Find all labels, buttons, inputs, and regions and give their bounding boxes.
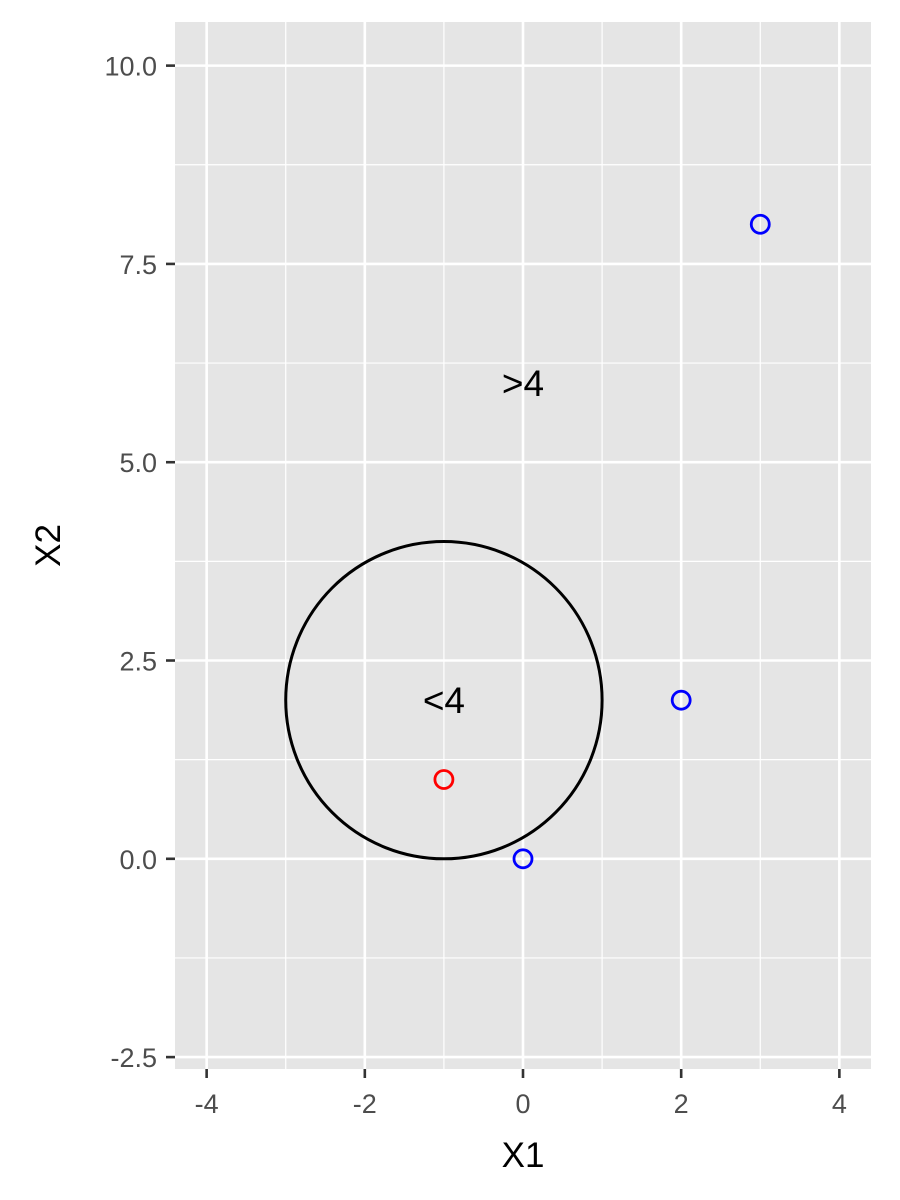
y-tick-label: 7.5 — [119, 250, 157, 280]
y-tick-label: -2.5 — [110, 1043, 157, 1073]
annotations: <4 >4 — [423, 363, 544, 721]
major-gridlines — [175, 22, 871, 1069]
x-tick-label: -2 — [353, 1089, 377, 1119]
x-tick-label: -4 — [195, 1089, 219, 1119]
x-axis-title: X1 — [502, 1136, 545, 1175]
y-tick-label: 5.0 — [119, 448, 157, 478]
annotation-label: <4 — [423, 680, 465, 721]
x-axis: -4 -2 0 2 4 — [195, 1069, 847, 1119]
y-axis: -2.5 0.0 2.5 5.0 7.5 10.0 — [104, 52, 175, 1073]
x-tick-label: 2 — [674, 1089, 689, 1119]
x-tick-label: 4 — [832, 1089, 847, 1119]
chart-marks — [284, 213, 771, 870]
y-tick-label: 2.5 — [119, 647, 157, 677]
scatter-point — [749, 213, 771, 235]
annotation-label: >4 — [502, 363, 544, 404]
x-tick-label: 0 — [515, 1089, 530, 1119]
scatter-point — [512, 848, 534, 870]
y-tick-label: 10.0 — [104, 52, 157, 82]
y-axis-title: X2 — [29, 524, 68, 567]
scatter-point — [670, 689, 692, 711]
scatter-point — [433, 769, 455, 790]
boundary-circle — [284, 540, 604, 861]
y-tick-label: 0.0 — [119, 845, 157, 875]
